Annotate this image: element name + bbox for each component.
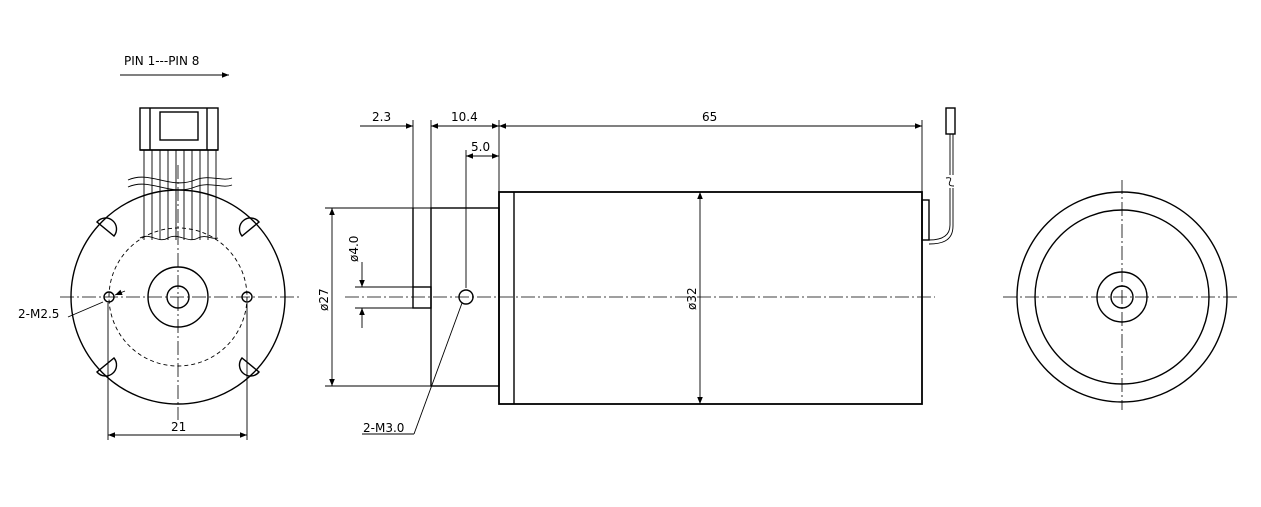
- dim-flange: 2.3: [372, 110, 391, 124]
- dim-shaft-dia: ø4.0: [347, 236, 361, 262]
- side-view: 2.3 10.4 65 5.0 ø4.0 ø27 ø32 2-M3.0: [317, 107, 956, 435]
- hole-note-m25: 2-M2.5: [18, 307, 59, 321]
- dim-gearbox: 10.4: [451, 110, 478, 124]
- dim-body-dia: ø32: [685, 287, 699, 310]
- connector: [127, 107, 233, 241]
- motor-body: [498, 191, 923, 405]
- flange-notch: [96, 357, 118, 377]
- dim-spacing: 21: [171, 420, 186, 434]
- gearbox-hole: [458, 289, 474, 305]
- rear-view: [1003, 180, 1240, 410]
- lead-wire: [928, 107, 956, 245]
- flange-notch: [238, 357, 260, 377]
- flange-notch: [238, 217, 260, 237]
- dim-gearbox-dia: ø27: [317, 288, 331, 311]
- rear-cap: [921, 199, 930, 241]
- side-shaft: [412, 286, 432, 309]
- dim-hole-offset: 5.0: [471, 140, 490, 154]
- pin-label: PIN 1---PIN 8: [124, 54, 199, 68]
- flange-notch: [96, 217, 118, 237]
- hole-note-m30: 2-M3.0: [363, 421, 404, 435]
- front-view: PIN 1---PIN 8: [18, 54, 300, 440]
- dim-body: 65: [702, 110, 717, 124]
